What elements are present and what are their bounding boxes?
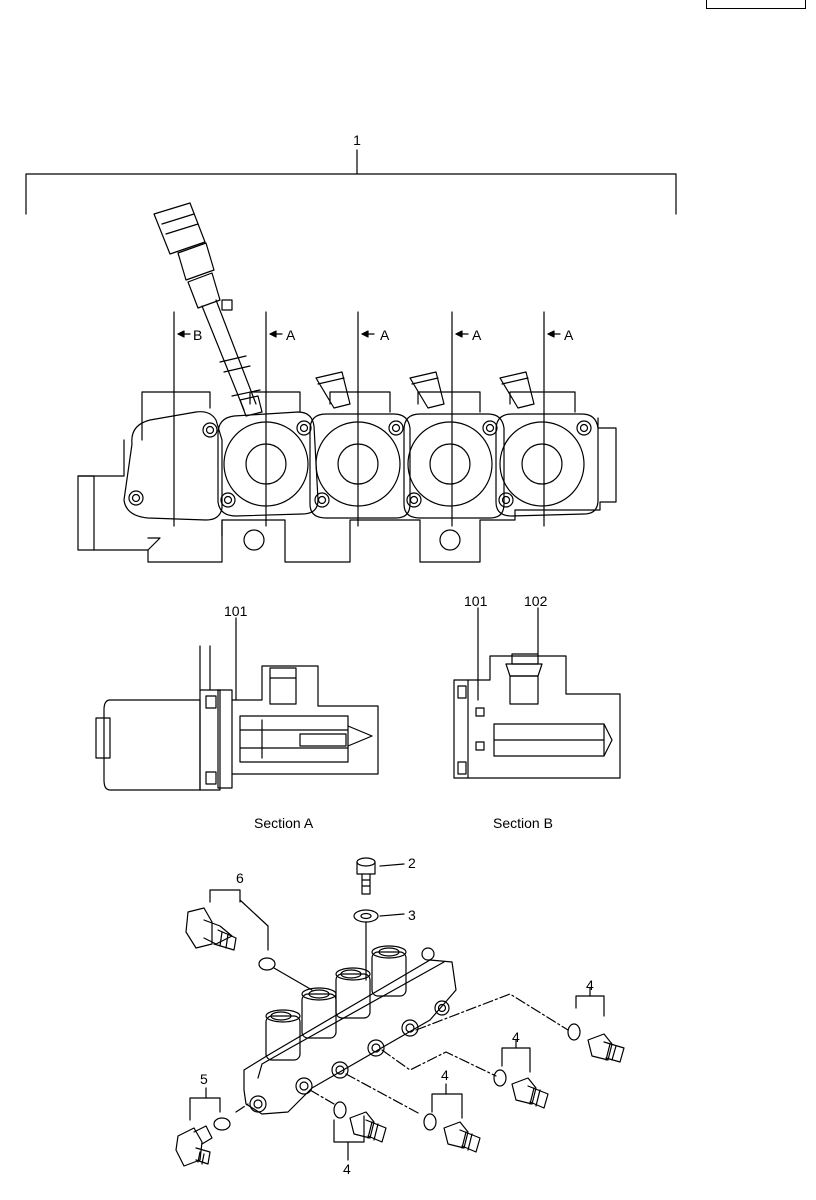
callout-102: 102 xyxy=(524,593,548,609)
assembly-bracket xyxy=(25,149,677,215)
plug-part-4-middle xyxy=(501,1039,549,1109)
callout-1: 1 xyxy=(353,132,361,148)
plug-part-4-right xyxy=(575,987,625,1063)
section-a-title: Section A xyxy=(254,815,314,831)
section-b-drawing xyxy=(453,607,621,779)
plug-part-4-bottom xyxy=(333,1111,387,1161)
fitting-part-5 xyxy=(175,1087,221,1167)
mounting-bolts xyxy=(128,420,592,508)
valve-block-exploded xyxy=(243,945,457,1115)
section-marker-b: B xyxy=(193,327,202,343)
section-a-drawing xyxy=(95,617,379,791)
plug-part-4-center xyxy=(431,1083,481,1153)
callout-2: 2 xyxy=(408,855,416,871)
washer-part-3 xyxy=(353,909,405,981)
wiring-connector xyxy=(153,202,261,411)
callout-5: 5 xyxy=(200,1071,208,1087)
callout-4-center: 4 xyxy=(441,1067,449,1083)
fitting-part-6 xyxy=(185,889,313,991)
section-marker-a-2: A xyxy=(380,327,390,343)
callout-4-bottom: 4 xyxy=(343,1161,351,1177)
solenoid-connectors xyxy=(239,371,535,417)
section-b-title: Section B xyxy=(493,815,553,831)
screw-part-2 xyxy=(356,857,405,895)
callout-6: 6 xyxy=(236,870,244,886)
callout-101-b: 101 xyxy=(464,593,488,609)
callout-101-a: 101 xyxy=(224,603,248,619)
page-reference-box xyxy=(706,0,806,9)
section-marker-a-3: A xyxy=(472,327,482,343)
valve-body-side-view xyxy=(77,202,617,563)
section-cut-lines xyxy=(173,311,561,527)
callout-4-middle: 4 xyxy=(512,1029,520,1045)
callout-4-right: 4 xyxy=(586,977,594,993)
section-marker-a-4: A xyxy=(564,327,574,343)
section-marker-a-1: A xyxy=(286,327,296,343)
callout-3: 3 xyxy=(408,907,416,923)
o-rings xyxy=(213,1023,581,1131)
assembly-center-lines xyxy=(235,993,569,1115)
